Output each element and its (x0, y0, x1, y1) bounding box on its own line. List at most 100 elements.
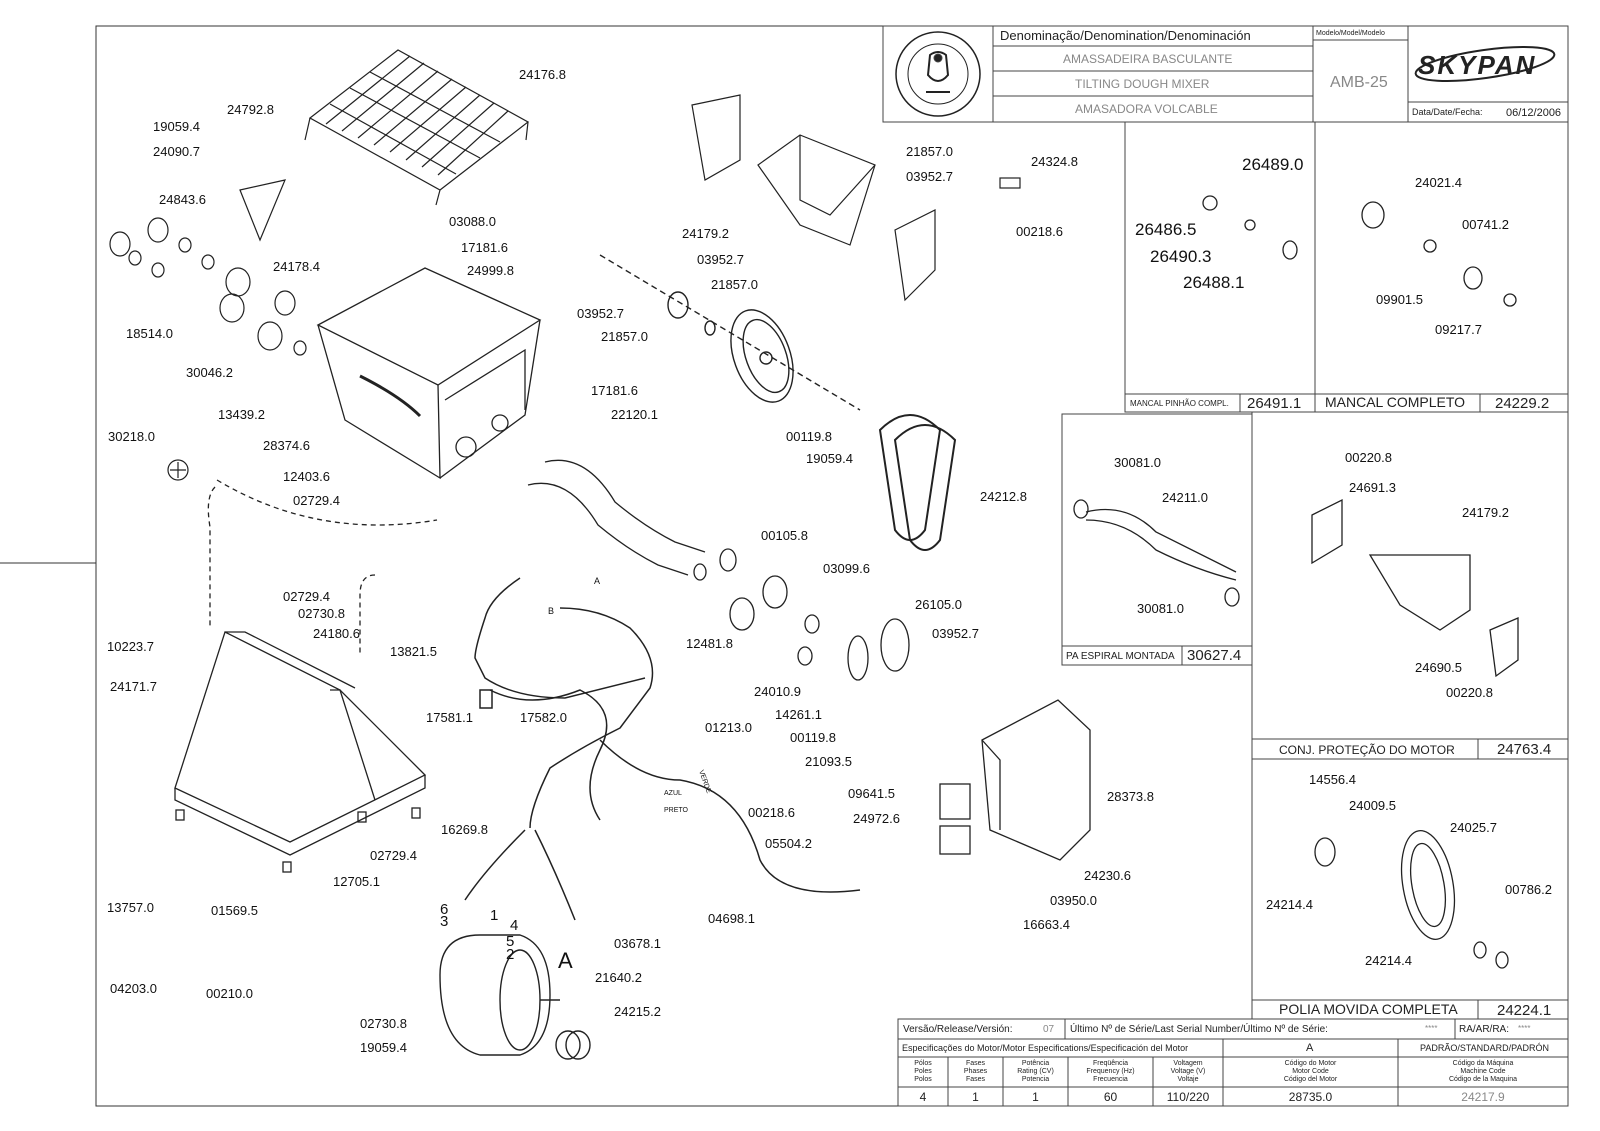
wire-color-blue: AZUL (664, 790, 682, 797)
inset-drawings (1073, 195, 1519, 969)
part-label: 00105.8 (761, 528, 808, 543)
part-label: 24792.8 (227, 102, 274, 117)
part-label: 21857.0 (601, 329, 648, 344)
part-label: 24324.8 (1031, 154, 1078, 169)
part-label: 24025.7 (1450, 820, 1497, 835)
ra-value: **** (1518, 1024, 1531, 1033)
part-label: 03088.0 (449, 214, 496, 229)
inset-motor-guard (1251, 411, 1569, 760)
part-label: 00218.6 (748, 805, 795, 820)
version-value: 07 (1043, 1024, 1055, 1035)
main-pulley (599, 254, 861, 411)
inset-motor-guard-title: CONJ. PROTEÇÃO DO MOTOR (1279, 743, 1455, 757)
part-label: 00220.8 (1446, 685, 1493, 700)
model-code: AMB-25 (1330, 74, 1388, 91)
part-label: 16663.4 (1023, 917, 1070, 932)
part-label: 14261.1 (775, 707, 822, 722)
part-label: 30046.2 (186, 365, 233, 380)
part-label: 21857.0 (906, 144, 953, 159)
inset-motor-guard-code: 24763.4 (1497, 741, 1552, 758)
col-a: A (1306, 1042, 1314, 1054)
val-power: 1 (1032, 1090, 1039, 1104)
date-label: Data/Date/Fecha: (1412, 107, 1483, 117)
val-frequency: 60 (1103, 1090, 1118, 1104)
brand-logo (1414, 46, 1556, 82)
part-label: 00119.8 (790, 730, 837, 745)
part-label: 24211.0 (1162, 490, 1209, 505)
part-label: 03099.6 (823, 561, 870, 576)
part-label: 00786.2 (1505, 882, 1552, 897)
drive-belt (878, 414, 957, 551)
part-label: 30218.0 (108, 429, 155, 444)
part-label: 28374.6 (263, 438, 310, 453)
part-label: 24090.7 (153, 144, 200, 159)
part-label: 24212.8 (980, 489, 1027, 504)
inset-bearing-complete (1314, 121, 1569, 413)
part-label: 19059.4 (806, 451, 853, 466)
brand-name: SKYPAN (1418, 50, 1537, 80)
grid-guard (304, 49, 530, 206)
part-label: 03952.7 (697, 252, 744, 267)
part-label: 13439.2 (218, 407, 265, 422)
part-label: 21640.2 (595, 970, 642, 985)
wire-annotation-a: A (594, 576, 601, 586)
part-label: 00741.2 (1462, 217, 1509, 232)
terminal-number: 1 (490, 907, 499, 924)
val-poles: 4 (919, 1090, 927, 1104)
part-label: 24972.6 (853, 811, 900, 826)
title-block (882, 25, 1569, 123)
part-label: 12705.1 (333, 874, 380, 889)
part-label: 12481.8 (686, 636, 733, 651)
serial-label: Último Nº de Série/Last Serial Number/Úl… (1070, 1024, 1328, 1035)
part-label: 04203.0 (110, 981, 157, 996)
part-label: 09217.7 (1435, 322, 1482, 337)
wiring-harness (464, 577, 861, 921)
part-label: 26489.0 (1242, 155, 1304, 174)
inset-bearing-pinion-title: MANCAL PINHÃO COMPL. (1130, 399, 1229, 408)
model-heading: Modelo/Model/Modelo (1316, 30, 1385, 37)
part-label: 05504.2 (765, 836, 812, 851)
val-voltage: 110/220 (1166, 1090, 1210, 1104)
inset-bearing-complete-title: MANCAL COMPLETO (1325, 394, 1466, 410)
product-name-pt: AMASSADEIRA BASCULANTE (1063, 52, 1233, 66)
wire-color-black: PRETO (664, 807, 688, 814)
val-phases: 1 (972, 1090, 979, 1104)
part-label: 24230.6 (1084, 868, 1131, 883)
part-label: 02729.4 (370, 848, 417, 863)
motor (439, 934, 591, 1060)
inset-bearing-complete-code: 24229.2 (1495, 395, 1550, 412)
part-label: 04698.1 (708, 911, 755, 926)
motor-cover (939, 699, 1091, 861)
part-label: 02729.4 (293, 493, 340, 508)
inset-spiral (1061, 413, 1253, 666)
terminal-number: 3 (440, 913, 449, 930)
part-label: 26105.0 (915, 597, 962, 612)
terminal-number: 2 (506, 946, 515, 963)
part-label: 26488.1 (1183, 273, 1245, 292)
bowl-housing (316, 267, 542, 480)
part-label: 24691.3 (1349, 480, 1396, 495)
part-label: 28373.8 (1107, 789, 1154, 804)
part-label: 24214.4 (1266, 897, 1313, 912)
col-standard: PADRÃO/STANDARD/PADRÓN (1420, 1043, 1550, 1053)
part-label: 03952.7 (906, 169, 953, 184)
part-label: 00119.8 (786, 429, 833, 444)
part-label: 17181.6 (591, 383, 638, 398)
part-label: 24215.2 (614, 1004, 661, 1019)
part-label: 18514.0 (126, 326, 173, 341)
product-name-en: TILTING DOUGH MIXER (1075, 77, 1210, 91)
part-label: 02729.4 (283, 589, 330, 604)
part-label: 00218.6 (1016, 224, 1063, 239)
part-label: 24178.4 (273, 259, 320, 274)
inset-bearing-pinion-code: 26491.1 (1247, 395, 1302, 412)
val-motor-code: 28735.0 (1288, 1090, 1333, 1104)
part-label: 24180.6 (313, 626, 360, 641)
terminal-number: 6 (440, 901, 449, 918)
footer-table (897, 1018, 1569, 1107)
part-label: 24176.8 (519, 67, 566, 82)
part-label: 00210.0 (206, 986, 253, 1001)
